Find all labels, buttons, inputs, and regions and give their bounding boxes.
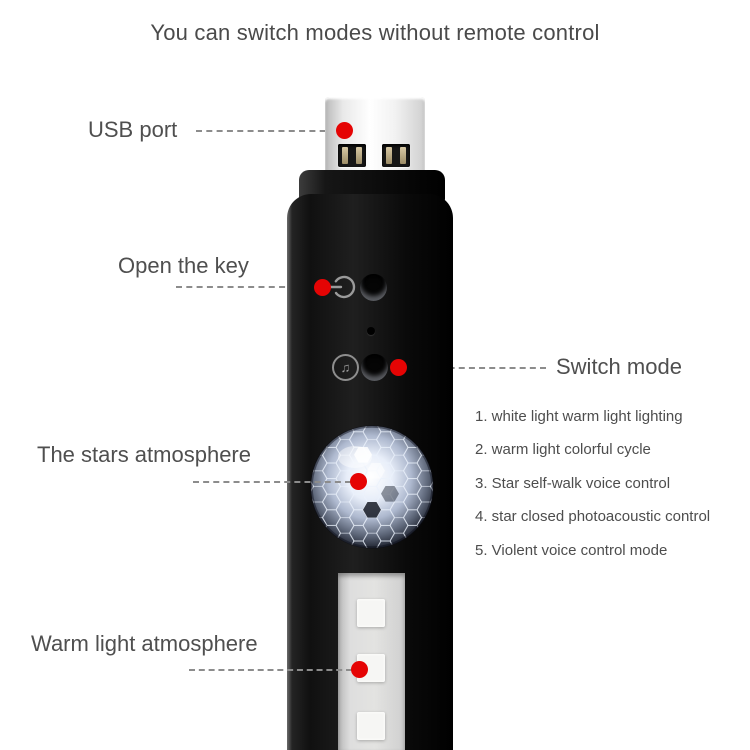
usb-contact-slot: [338, 144, 366, 167]
usb-contact-slot: [382, 144, 410, 167]
warm-light-line: [189, 669, 352, 671]
open-key-label: Open the key: [118, 253, 249, 278]
red-marker-dot-mode: [390, 359, 407, 376]
open-key-line: [176, 286, 316, 288]
led-chip: [357, 712, 385, 740]
usb-port-line: [196, 130, 336, 132]
led-indicator-dot: [367, 327, 375, 335]
usb-pin: [356, 147, 362, 164]
power-button: [360, 274, 387, 301]
mode-list-item: 3. Star self-walk voice control: [475, 474, 671, 492]
mode-list-item: 1. white light warm light lighting: [475, 408, 683, 425]
mode-list: 1. white light warm light lighting 2. wa…: [475, 400, 750, 567]
red-marker-dot-warm: [351, 661, 368, 678]
led-strip: [338, 573, 405, 750]
disco-ball: [309, 424, 435, 555]
stars-atmosphere-label: The stars atmosphere: [37, 442, 251, 467]
red-marker-dot-stars: [350, 473, 367, 490]
usb-port-label: USB port: [88, 117, 178, 142]
page-title: You can switch modes without remote cont…: [150, 20, 600, 45]
mode-list-item: 2. warm light colorful cycle: [475, 441, 651, 459]
usb-pin: [400, 147, 406, 164]
usb-pin: [386, 147, 392, 164]
mode-button: [361, 354, 388, 381]
warm-light-label: Warm light atmosphere: [31, 631, 258, 656]
switch-mode-label: Switch mode: [556, 354, 682, 379]
mode-list-item: 4. star closed photoacoustic control: [475, 508, 711, 526]
red-marker-dot-key: [314, 279, 331, 296]
switch-mode-line: [408, 367, 546, 369]
red-marker-dot-usb: [336, 122, 353, 139]
power-icon: [328, 271, 360, 308]
led-chip: [357, 599, 385, 627]
stars-atmosphere-line: [193, 481, 351, 483]
usb-pin: [342, 147, 348, 164]
mode-list-item: 5. Violent voice control mode: [475, 541, 668, 559]
music-note-icon: ♫: [332, 354, 359, 381]
